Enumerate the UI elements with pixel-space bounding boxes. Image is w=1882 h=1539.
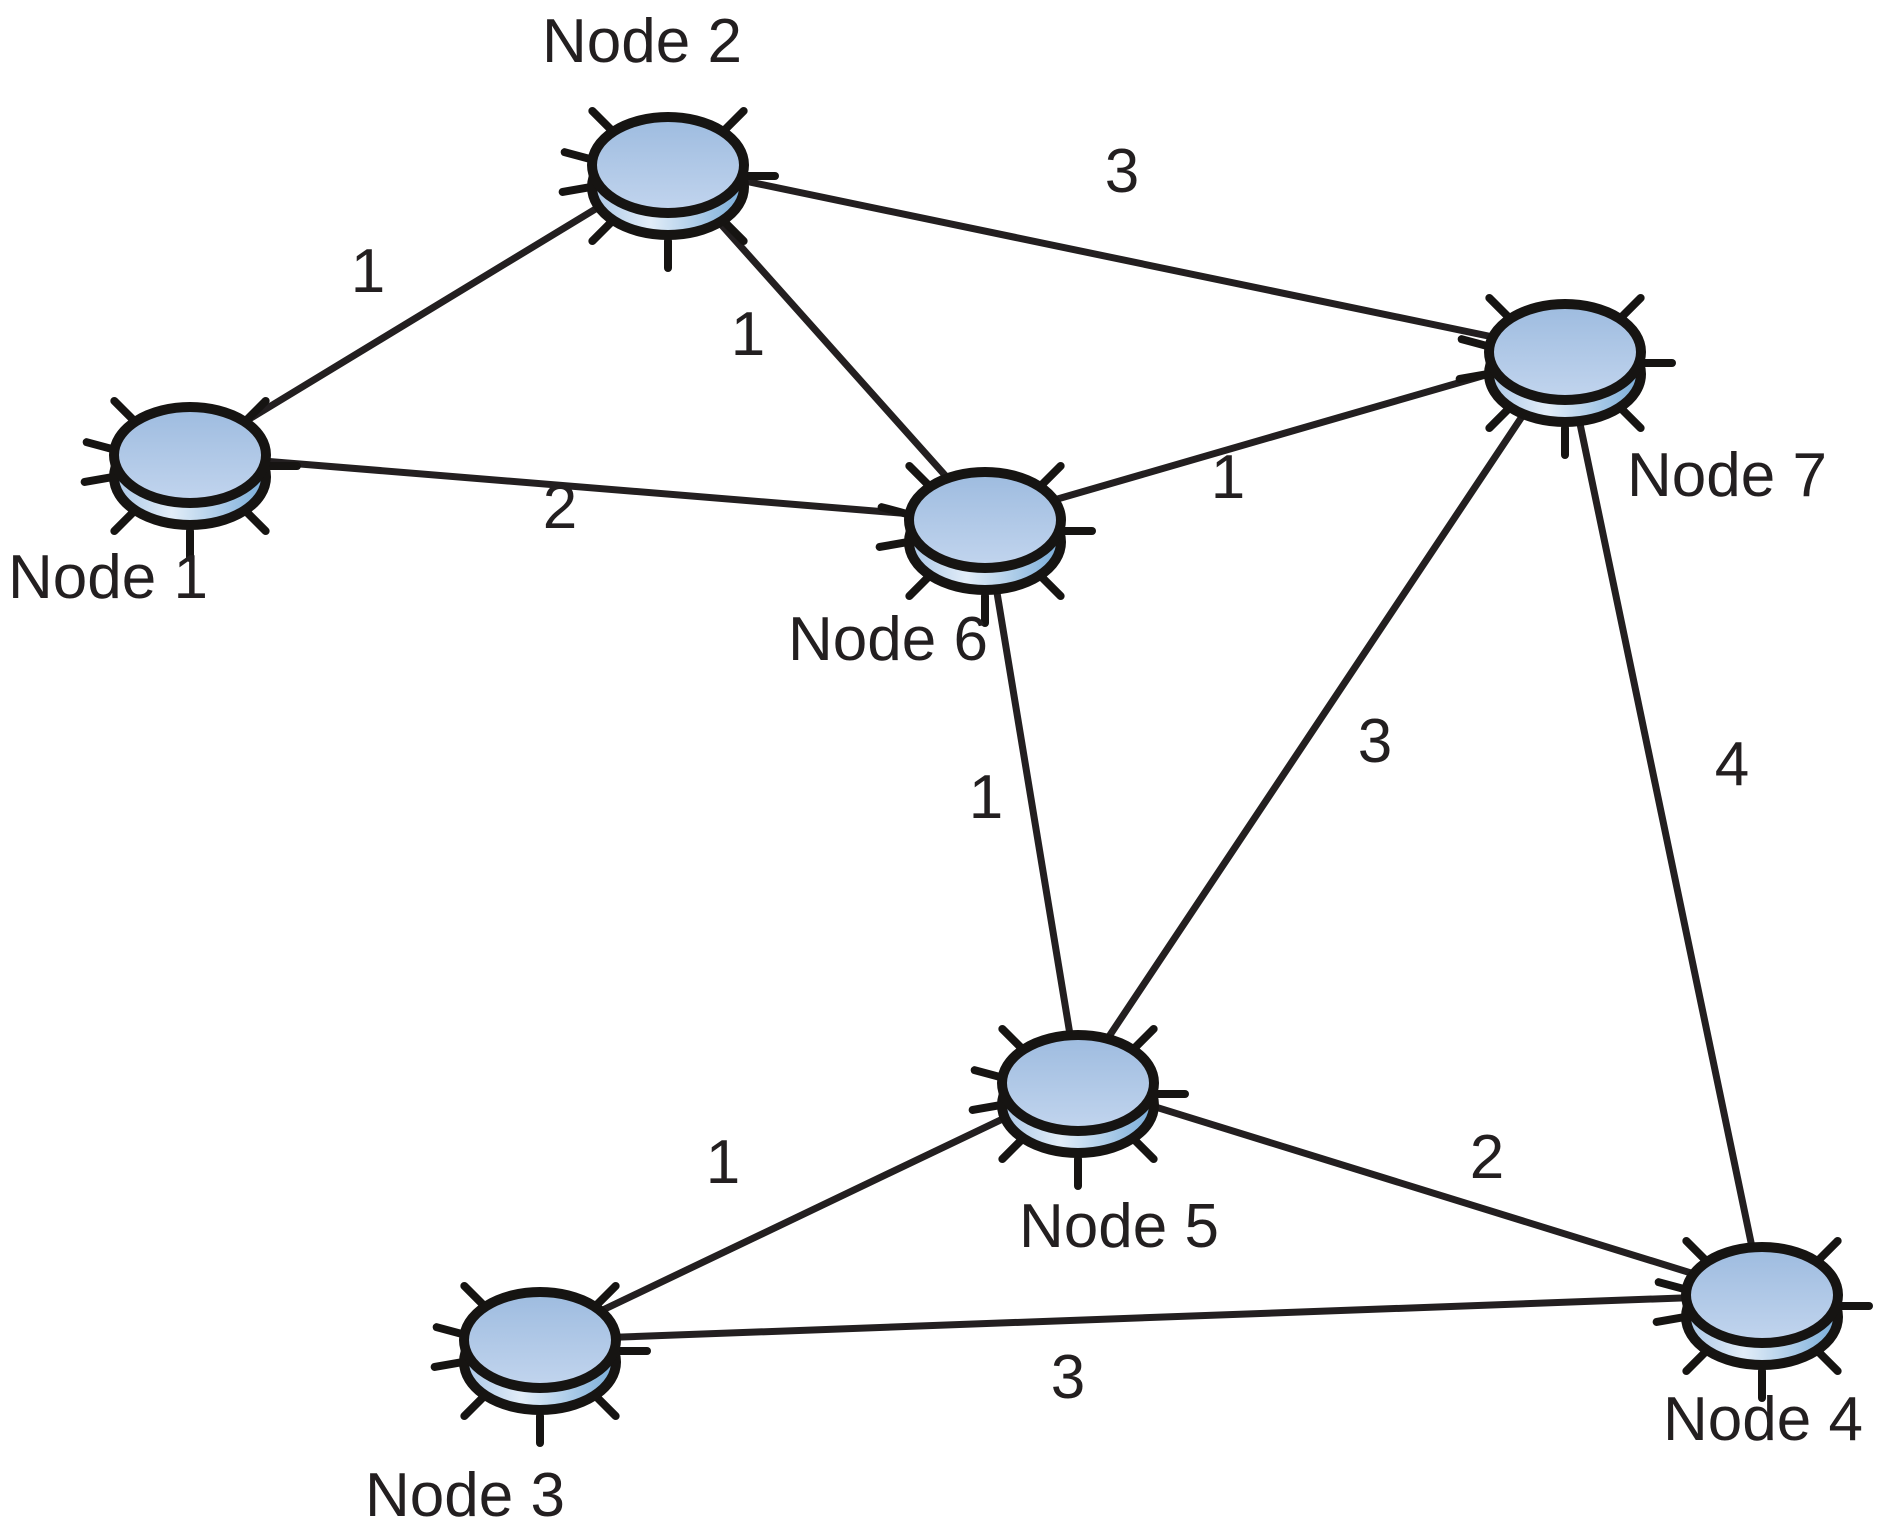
node-tick (1617, 293, 1645, 322)
node-tick (1037, 572, 1065, 601)
node-tick (970, 1066, 1005, 1082)
node-5-label: Node 5 (1019, 1192, 1219, 1261)
node-tick (460, 1281, 488, 1310)
node-5 (968, 1024, 1189, 1190)
node-2-ticks (558, 106, 779, 272)
node-tick (1814, 1347, 1842, 1376)
node-7-label: Node 7 (1627, 441, 1827, 510)
node-tick (720, 217, 748, 246)
node-tick (720, 106, 748, 135)
node-tick (998, 1024, 1026, 1053)
node-1-ticks (80, 396, 301, 562)
node-4 (1652, 1236, 1873, 1402)
node-tick (1457, 335, 1492, 351)
node-2 (558, 106, 779, 272)
node-tick (1455, 370, 1491, 383)
node-tick (1130, 1135, 1158, 1164)
node-3-ticks (430, 1281, 651, 1447)
node-tick (968, 1101, 1004, 1114)
node-tick (242, 396, 270, 425)
node-tick (110, 507, 138, 536)
node-4-ticks (1652, 1236, 1873, 1402)
node-7-ticks (1455, 293, 1676, 459)
node-tick (432, 1323, 467, 1339)
node-tick (1652, 1313, 1688, 1326)
node-tick (1130, 1024, 1158, 1053)
node-tick (592, 1281, 620, 1310)
edge-2-7 (667, 161, 1566, 356)
edge-3-5-weight: 1 (706, 1128, 740, 1197)
node-tick (560, 148, 595, 164)
node-tick (1654, 1278, 1689, 1294)
node-tick (1485, 293, 1513, 322)
node-tick (1037, 461, 1065, 490)
node-tick (592, 1392, 620, 1421)
edge-5-4-weight: 2 (1470, 1123, 1504, 1192)
edge-1-2 (188, 162, 670, 458)
node-tick (588, 106, 616, 135)
edge-6-5-weight: 1 (969, 763, 1003, 832)
node-tick (588, 217, 616, 246)
node-tick (998, 1135, 1026, 1164)
edge-weight-layer: 1 2 1 3 1 1 3 4 2 1 3 (351, 137, 1749, 1412)
node-tick (1617, 404, 1645, 433)
edge-5-4 (1076, 1079, 1764, 1299)
edge-3-5 (538, 1079, 1080, 1344)
node-tick (82, 438, 117, 454)
node-4-label: Node 4 (1663, 1385, 1863, 1454)
node-tick (1682, 1236, 1710, 1265)
node-tick (905, 461, 933, 490)
edge-2-6-weight: 1 (731, 300, 765, 369)
node-tick (1682, 1347, 1710, 1376)
edge-6-7-weight: 1 (1211, 443, 1245, 512)
edge-1-2-weight: 1 (351, 237, 385, 306)
node-tick (1814, 1236, 1842, 1265)
edge-3-4 (539, 1291, 1763, 1344)
node-1-label: Node 1 (8, 543, 208, 612)
node-6-ticks (875, 461, 1096, 627)
edge-7-4 (1561, 351, 1766, 1296)
node-tick (110, 396, 138, 425)
node-layer (80, 106, 1873, 1447)
node-3-face (459, 1287, 621, 1393)
node-5-face (997, 1030, 1159, 1136)
edge-3-4-weight: 3 (1051, 1343, 1085, 1412)
node-2-label: Node 2 (542, 7, 742, 76)
edge-1-6-weight: 2 (543, 473, 577, 542)
edge-7-4-weight: 4 (1715, 730, 1749, 799)
node-7 (1455, 293, 1676, 459)
node-tick (460, 1392, 488, 1421)
node-2-face (587, 112, 749, 218)
node-tick (875, 538, 911, 551)
edge-5-7-weight: 3 (1358, 707, 1392, 776)
edge-2-7-weight: 3 (1105, 137, 1139, 206)
edge-5-7 (1075, 350, 1568, 1085)
node-4-face (1681, 1242, 1843, 1348)
node-6-face (904, 467, 1066, 573)
edge-1-6 (189, 451, 986, 524)
edge-6-5 (981, 519, 1082, 1084)
node-tick (877, 503, 912, 519)
node-6 (875, 461, 1096, 627)
node-tick (558, 183, 594, 196)
node-label-layer: Node 1 Node 2 Node 3 Node 4 Node 5 Node 6 Node… (8, 7, 1863, 1530)
node-6-label: Node 6 (788, 605, 988, 674)
node-tick (430, 1358, 466, 1371)
node-tick (1485, 404, 1513, 433)
node-1-face (109, 402, 271, 508)
node-3-label: Node 3 (365, 1461, 565, 1530)
node-tick (905, 572, 933, 601)
node-tick (80, 473, 116, 486)
node-5-ticks (968, 1024, 1189, 1190)
node-tick (242, 507, 270, 536)
node-7-face (1484, 299, 1646, 405)
node-3 (430, 1281, 651, 1447)
node-1 (80, 396, 301, 562)
